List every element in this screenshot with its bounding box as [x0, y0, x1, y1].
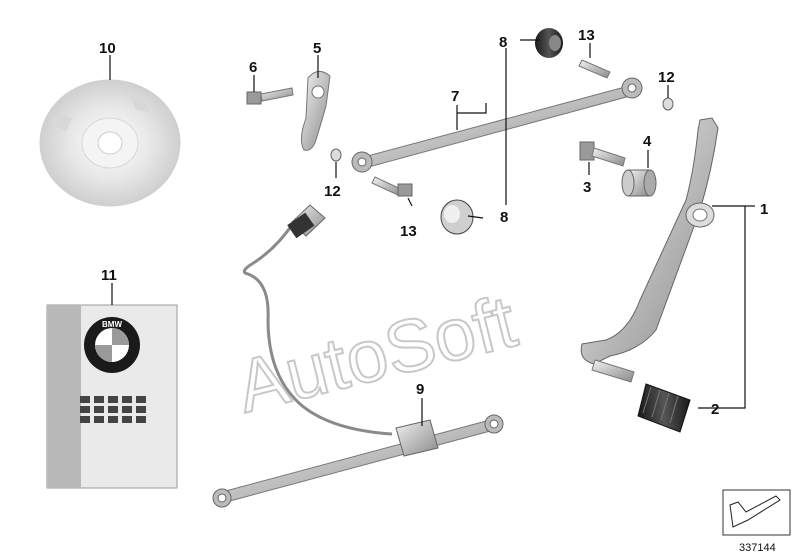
bmw-badge-letters: BMW — [102, 320, 122, 329]
callout-1: 1 — [760, 201, 768, 218]
gearshift-lever — [580, 117, 719, 383]
callout-13-upper: 13 — [578, 27, 595, 44]
callout-12-upper: 12 — [658, 69, 675, 86]
callout-10: 10 — [99, 40, 116, 57]
shift-lever-small — [300, 71, 331, 151]
shift-rod — [351, 77, 643, 173]
document-number: 337144 — [739, 542, 776, 554]
washer-12-upper — [662, 97, 674, 111]
callout-5: 5 — [313, 40, 321, 57]
callout-11: 11 — [101, 267, 117, 284]
washer-12-lower — [330, 148, 342, 162]
callout-8-lower: 8 — [500, 209, 508, 226]
callout-12-lower: 12 — [324, 183, 341, 200]
bushing-4 — [621, 169, 657, 197]
foot-rubber-2 — [637, 383, 691, 433]
leader-lines — [109, 39, 755, 426]
callout-4: 4 — [643, 133, 652, 150]
callout-8-upper: 8 — [499, 34, 507, 51]
bolt-3 — [579, 141, 626, 167]
bolt-13-upper — [578, 59, 611, 79]
bmw-booklet-icon: BMW — [46, 304, 178, 489]
rubber-boot-upper — [535, 28, 563, 58]
gear-sensor-cable — [212, 204, 504, 508]
bolt-13-lower — [371, 176, 413, 197]
flag-grid — [80, 396, 146, 423]
callout-13-lower: 13 — [400, 223, 417, 240]
callout-3: 3 — [583, 179, 591, 196]
callout-2: 2 — [711, 401, 719, 418]
callout-7: 7 — [451, 88, 459, 105]
navigation-arrow-icon[interactable] — [722, 489, 791, 536]
cd-disc-icon — [39, 79, 181, 207]
callout-9: 9 — [416, 381, 424, 398]
callout-6: 6 — [249, 59, 257, 76]
bolt-6 — [246, 87, 294, 105]
callout-labels: 10 11 5 6 7 8 8 13 13 12 12 4 3 1 2 9 — [99, 27, 768, 418]
rubber-boot-lower — [440, 199, 474, 235]
